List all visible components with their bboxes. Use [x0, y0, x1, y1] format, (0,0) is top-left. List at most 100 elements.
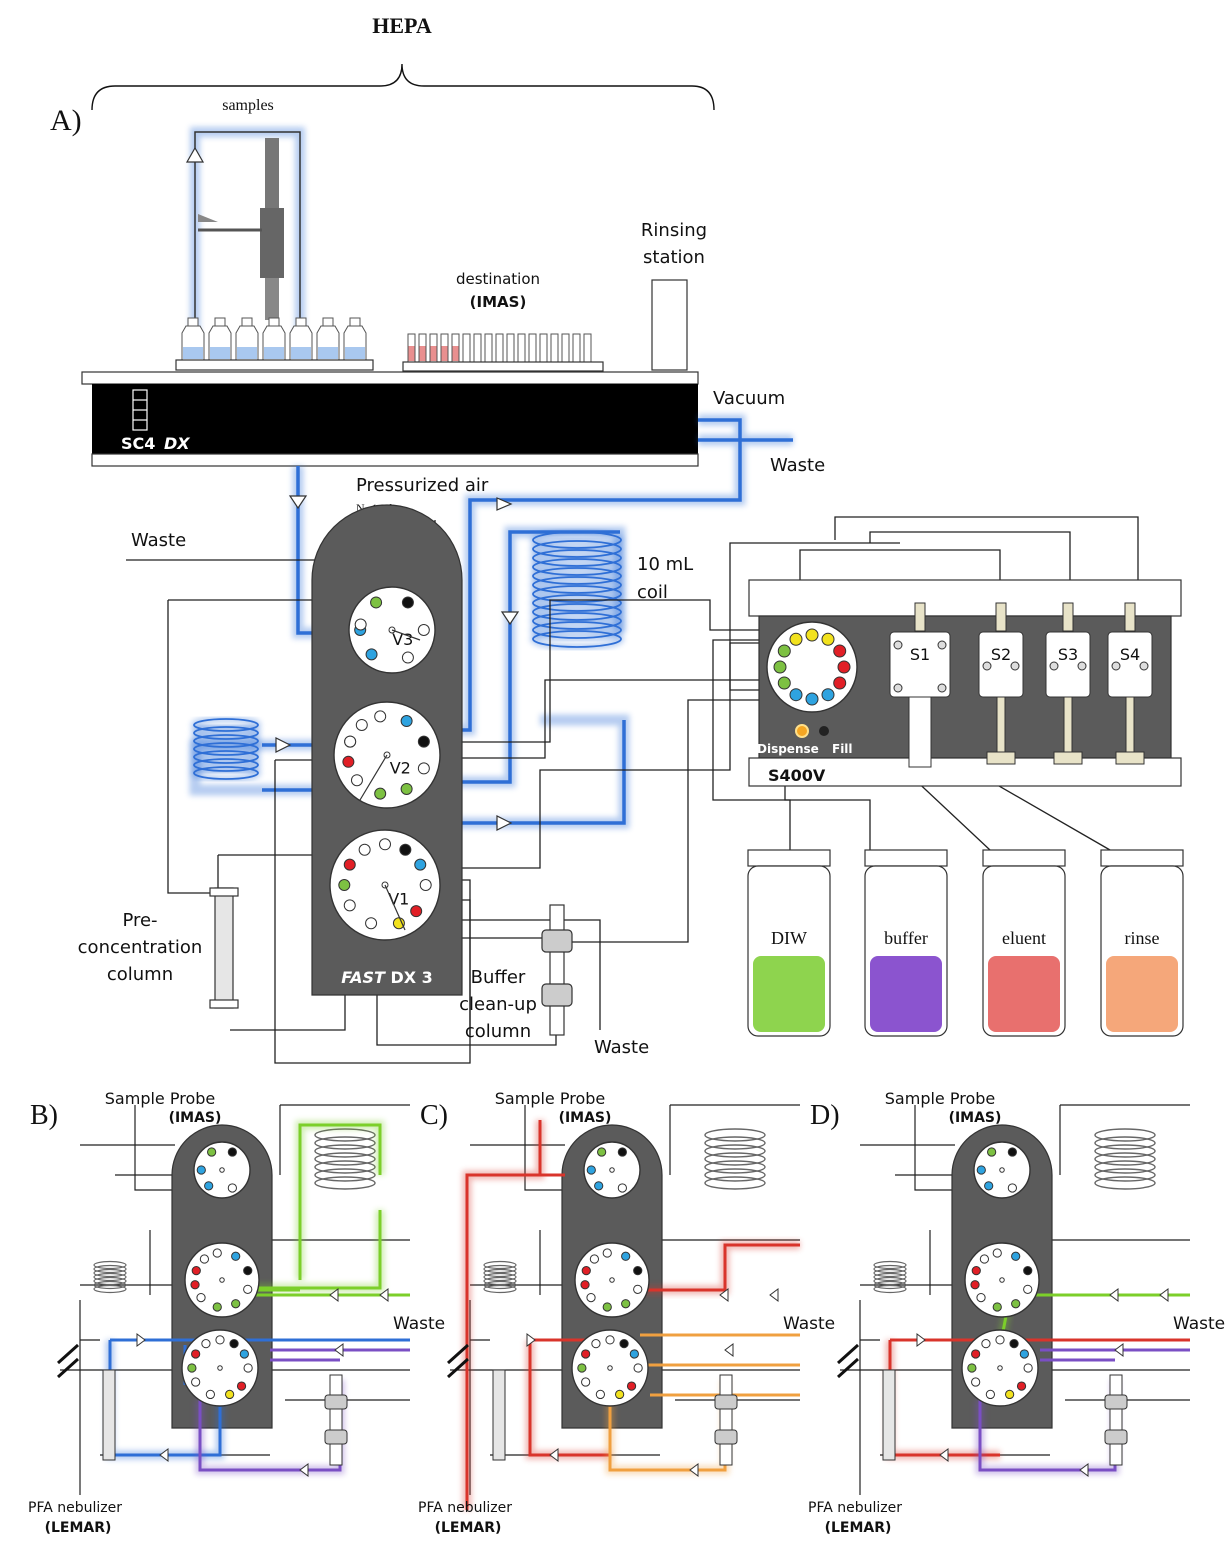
panel-a-label: A)	[50, 104, 82, 137]
valve-port	[359, 844, 370, 855]
panel-b: B)Sample Probe(IMAS)WastePFA nebulizer(L…	[28, 1089, 445, 1536]
destination-tube	[529, 334, 536, 362]
valve-mini	[185, 1243, 259, 1317]
valve-port	[977, 1293, 985, 1301]
valve-label-v2: V2	[390, 759, 411, 778]
panel-b-label: B)	[30, 1100, 58, 1131]
valve-port	[339, 880, 350, 891]
hepa-brace	[92, 64, 714, 110]
sample-bottle	[182, 318, 204, 360]
valve-port	[197, 1293, 205, 1301]
valve-port	[1024, 1364, 1032, 1372]
valve-port	[778, 645, 790, 657]
syringe-label-s4: S4	[1120, 645, 1140, 664]
valve-port	[982, 1340, 990, 1348]
panel-c: C)Sample Probe(IMAS)WastePFA nebulizer(L…	[418, 1089, 835, 1536]
valve-port	[596, 1390, 604, 1398]
valve-port	[606, 1336, 614, 1344]
valve-port	[634, 1364, 642, 1372]
valve-port	[774, 661, 786, 673]
panel-d-label: D)	[810, 1100, 840, 1131]
valve-port	[980, 1255, 988, 1263]
screw-icon	[1050, 662, 1058, 670]
panel-precon-column	[103, 1370, 115, 1460]
sample-rack-base	[176, 360, 373, 370]
pfa-nebulizer-label: PFA nebulizer	[28, 1500, 122, 1516]
precon-label-line1: Pre-	[122, 910, 157, 931]
panel-precon-column	[493, 1370, 505, 1460]
reagent-bottle-rinse: rinse	[1101, 850, 1183, 1036]
valve-port	[192, 1350, 200, 1358]
valve-port	[213, 1303, 221, 1311]
valve-port	[587, 1293, 595, 1301]
valve-port	[206, 1390, 214, 1398]
valve-port	[822, 689, 834, 701]
valve-port	[985, 1182, 993, 1190]
valve-port	[213, 1249, 221, 1257]
valve-port	[356, 719, 367, 730]
valve-port	[1010, 1340, 1018, 1348]
valve-port	[634, 1285, 642, 1293]
buffer-cleanup-column	[542, 905, 572, 1035]
destination-tube	[485, 334, 492, 362]
hepa-label: HEPA	[372, 13, 432, 38]
valve-port	[1012, 1300, 1020, 1308]
valve-port	[244, 1364, 252, 1372]
pfa-nebulizer-label: PFA nebulizer	[418, 1500, 512, 1516]
valve-port	[822, 633, 834, 645]
valve-port	[582, 1267, 590, 1275]
valve-port	[834, 677, 846, 689]
destination-tube	[518, 334, 525, 362]
destination-tube-rack	[408, 334, 591, 362]
bottle-label: buffer	[884, 928, 928, 948]
valve-port	[1024, 1285, 1032, 1293]
sample-bottle	[209, 318, 231, 360]
valve-port	[581, 1281, 589, 1289]
panel-waste-label: Waste	[393, 1314, 445, 1334]
valve-v3: V3	[349, 587, 435, 673]
sample-probe-imas-label: (IMAS)	[949, 1110, 1002, 1126]
valve-port	[192, 1267, 200, 1275]
valve-port	[986, 1390, 994, 1398]
destination-tube	[584, 334, 591, 362]
bottle-label: rinse	[1125, 928, 1160, 948]
valve-port	[1008, 1184, 1016, 1192]
valve-port	[993, 1303, 1001, 1311]
valve-port	[188, 1364, 196, 1372]
valve-port	[240, 1350, 248, 1358]
valve-port	[622, 1252, 630, 1260]
valve-port	[420, 880, 431, 891]
panel-buffer-column	[720, 1375, 732, 1465]
fill-label: Fill	[832, 742, 853, 756]
screw-icon	[1011, 662, 1019, 670]
sample-bottle	[317, 318, 339, 360]
precon-label-line2: concentration	[78, 937, 203, 958]
lemar-label: (LEMAR)	[825, 1520, 892, 1536]
destination-tube	[507, 334, 514, 362]
valve-port	[366, 918, 377, 929]
valve-port	[237, 1382, 245, 1390]
syringe-label-s2: S2	[991, 645, 1011, 664]
10ml-coil	[533, 532, 621, 647]
valve-port	[344, 900, 355, 911]
valve-port	[834, 645, 846, 657]
valve-port	[202, 1340, 210, 1348]
destination-imas-label: (IMAS)	[470, 293, 527, 311]
valve-port	[418, 736, 429, 747]
valve-port	[230, 1340, 238, 1348]
screw-icon	[1078, 662, 1086, 670]
valve-port	[232, 1252, 240, 1260]
flow-arrow-icon	[770, 1289, 778, 1301]
valve-port	[1024, 1267, 1032, 1275]
destination-tube	[540, 334, 547, 362]
panel-buffer-column	[1110, 1375, 1122, 1465]
valve-port	[415, 859, 426, 870]
buffer-col-label-line1: Buffer	[471, 967, 526, 988]
destination-tube	[573, 334, 580, 362]
valve-port	[225, 1390, 233, 1398]
sample-bottle	[344, 318, 366, 360]
bottle-fill	[753, 956, 825, 1032]
valve-port	[968, 1364, 976, 1372]
destination-tube	[441, 334, 448, 362]
destination-tube	[474, 334, 481, 362]
